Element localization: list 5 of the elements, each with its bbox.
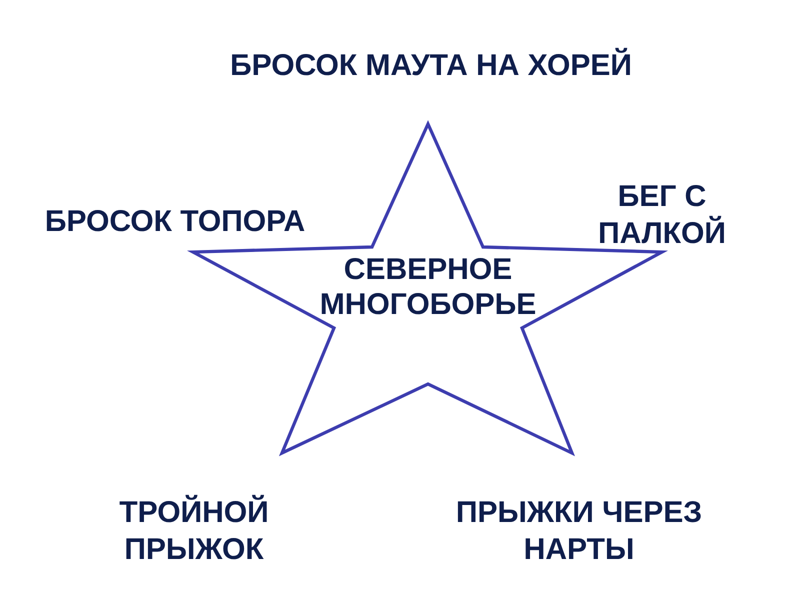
label: БРОСОК ТОПОРА bbox=[46, 210, 304, 232]
label: ТРОЙНОЙ ПРЫЖОК bbox=[120, 494, 267, 560]
label: БЕГ С ПАЛКОЙ bbox=[600, 185, 724, 244]
label: БРОСОК МАУТА НА ХОРЕЙ bbox=[232, 48, 630, 76]
label: ПРЫЖКИ ЧЕРЕЗ НАРТЫ bbox=[458, 501, 701, 559]
